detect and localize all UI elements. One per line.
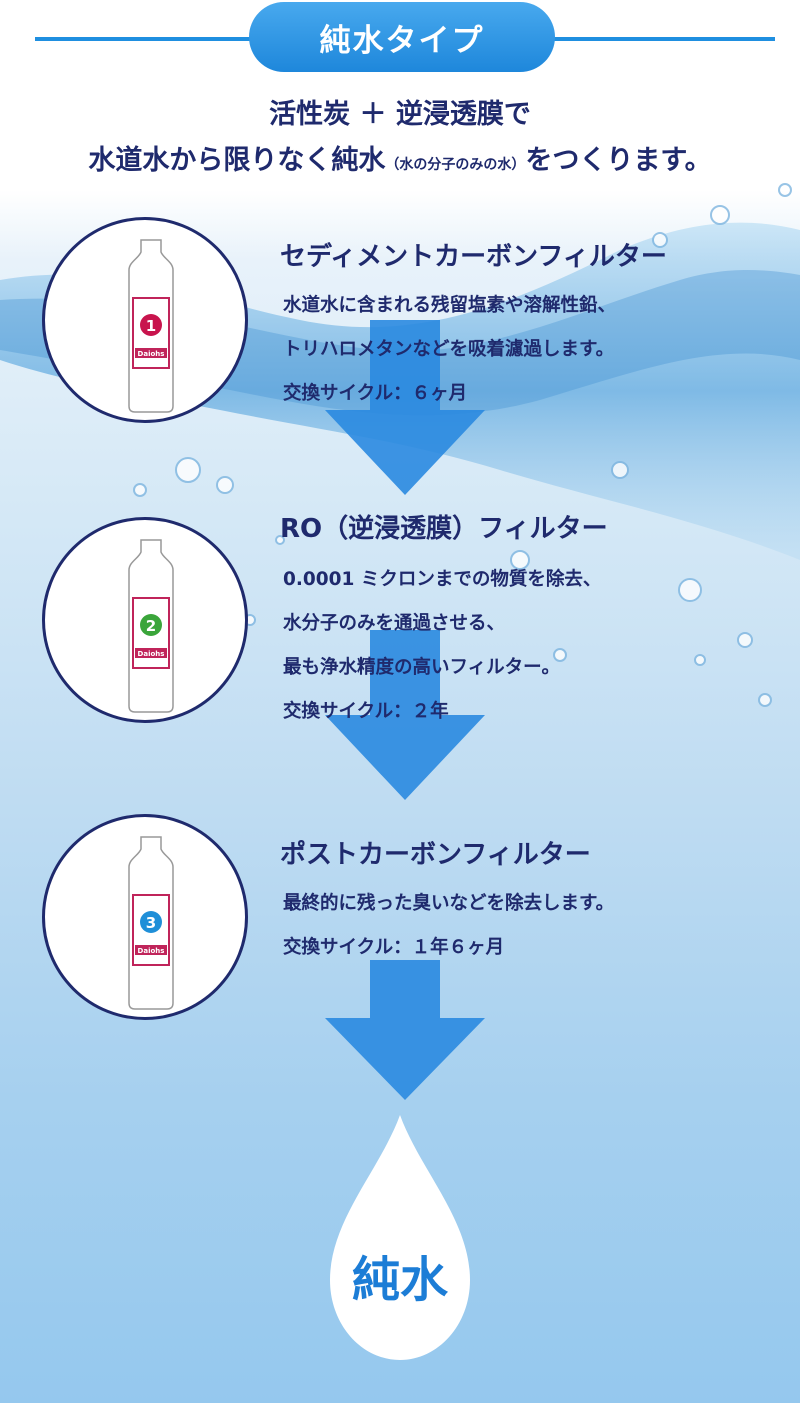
exchange-cycle: 交換サイクル：６ヶ月 xyxy=(283,372,616,416)
filter-number: 2 xyxy=(146,617,156,635)
exchange-cycle: 交換サイクル：１年６ヶ月 xyxy=(283,926,614,970)
filter-3-description: 最終的に残った臭いなどを除去します。 交換サイクル：１年６ヶ月 xyxy=(283,882,614,970)
description-line: 最終的に残った臭いなどを除去します。 xyxy=(283,882,614,926)
brand-label: Daiohs xyxy=(138,350,165,358)
filter-2-title: RO（逆浸透膜）フィルター xyxy=(280,508,608,545)
water-drop-icon xyxy=(330,1115,470,1360)
description-line: 0.0001 ミクロンまでの物質を除去、 xyxy=(283,558,601,602)
filter-1-title: セディメントカーボンフィルター xyxy=(280,236,667,273)
filter-3-title: ポストカーボンフィルター xyxy=(280,834,591,871)
filter-cartridge-icon: 1 Daiohs xyxy=(45,220,245,420)
intro-line-1: 活性炭 ＋ 逆浸透膜で xyxy=(0,92,800,131)
intro-line-2: 水道水から限りなく純水（水の分子のみの水）をつくります。 xyxy=(0,138,800,177)
filter-number: 3 xyxy=(146,914,156,932)
header-rule-left xyxy=(35,37,265,41)
pure-water-label: 純水 xyxy=(330,1240,470,1310)
description-line: 水分子のみを通過させる、 xyxy=(283,602,601,646)
section-title-pill: 純水タイプ xyxy=(249,2,555,72)
header-rule-right xyxy=(540,37,775,41)
filter-1-description: 水道水に含まれる残留塩素や溶解性鉛、 トリハロメタンなどを吸着濾過します。 交換… xyxy=(283,284,616,416)
filter-2-image: 2 Daiohs xyxy=(42,517,248,723)
filter-2-description: 0.0001 ミクロンまでの物質を除去、 水分子のみを通過させる、 最も浄水精度… xyxy=(283,558,601,734)
arrow-down-icon xyxy=(325,960,485,1100)
description-line: 最も浄水精度の高いフィルター。 xyxy=(283,646,601,690)
brand-label: Daiohs xyxy=(138,947,165,955)
brand-label: Daiohs xyxy=(138,650,165,658)
section-title: 純水タイプ xyxy=(320,15,485,60)
filter-cartridge-icon: 2 Daiohs xyxy=(45,520,245,720)
filter-cartridge-icon: 3 Daiohs xyxy=(45,817,245,1017)
filter-3-image: 3 Daiohs xyxy=(42,814,248,1020)
exchange-cycle: 交換サイクル：２年 xyxy=(283,690,601,734)
intro-end: をつくります。 xyxy=(525,145,711,176)
filter-number: 1 xyxy=(146,317,156,335)
description-line: トリハロメタンなどを吸着濾過します。 xyxy=(283,328,616,372)
description-line: 水道水に含まれる残留塩素や溶解性鉛、 xyxy=(283,284,616,328)
intro-main: 水道水から限りなく純水 xyxy=(88,145,385,176)
filter-1-image: 1 Daiohs xyxy=(42,217,248,423)
intro-note: （水の分子のみの水） xyxy=(385,157,525,173)
